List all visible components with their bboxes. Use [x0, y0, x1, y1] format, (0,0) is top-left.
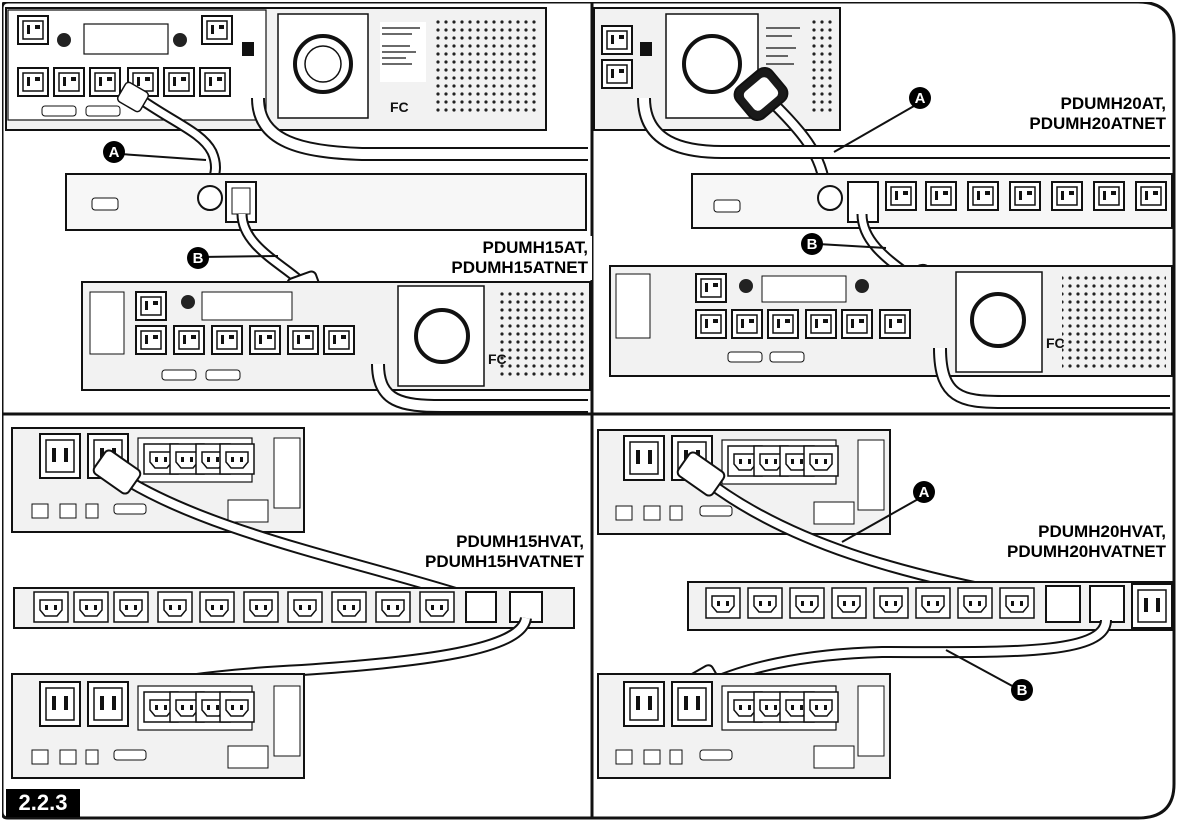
- ups-unit-lower: FC: [609, 265, 1173, 377]
- model-name: PDUMH20AT,: [1060, 94, 1166, 113]
- model-label-bottom-left: PDUMH15HVAT, PDUMH15HVATNET: [421, 530, 588, 574]
- svg-text:FC: FC: [1046, 335, 1065, 351]
- ups-unit-lower: [11, 673, 305, 779]
- pdu-unit: [13, 587, 575, 629]
- model-name: PDUMH15HVATNET: [425, 552, 584, 571]
- callout-a: [913, 481, 935, 503]
- model-label-top-right: PDUMH20AT, PDUMH20ATNET: [1025, 92, 1170, 136]
- callout-a: [909, 87, 931, 109]
- model-label-bottom-right: PDUMH20HVAT, PDUMH20HVATNET: [1003, 520, 1170, 564]
- model-name: PDUMH20ATNET: [1029, 114, 1166, 133]
- callout-a: [103, 141, 125, 163]
- model-name: PDUMH20HVAT,: [1038, 522, 1166, 541]
- model-label-top-left: PDUMH15AT, PDUMH15ATNET: [447, 236, 592, 280]
- callout-b: [187, 247, 209, 269]
- panel-bottom-left: [11, 427, 575, 779]
- svg-text:FC: FC: [390, 99, 409, 115]
- model-name: PDUMH20HVATNET: [1007, 542, 1166, 561]
- step-number-badge: 2.2.3: [6, 789, 80, 817]
- model-name: PDUMH15HVAT,: [456, 532, 584, 551]
- bypass-module: [65, 173, 587, 231]
- ups-unit-upper: [593, 7, 841, 131]
- pdu-unit: [687, 581, 1173, 631]
- ups-unit-lower: FC: [81, 281, 591, 391]
- panel-top-left: FC: [5, 7, 591, 413]
- model-name: PDUMH15ATNET: [451, 258, 588, 277]
- ups-unit-lower: [597, 673, 891, 779]
- ups-unit-upper: [597, 429, 891, 535]
- bypass-module: [691, 173, 1173, 229]
- model-name: PDUMH15AT,: [482, 238, 588, 257]
- panel-bottom-right: [597, 429, 1173, 779]
- ups-unit-upper: FC: [5, 7, 547, 131]
- panel-top-right: FC: [593, 7, 1173, 409]
- callout-b: [1011, 679, 1033, 701]
- ups-unit-upper: [11, 427, 305, 533]
- callout-b: [801, 233, 823, 255]
